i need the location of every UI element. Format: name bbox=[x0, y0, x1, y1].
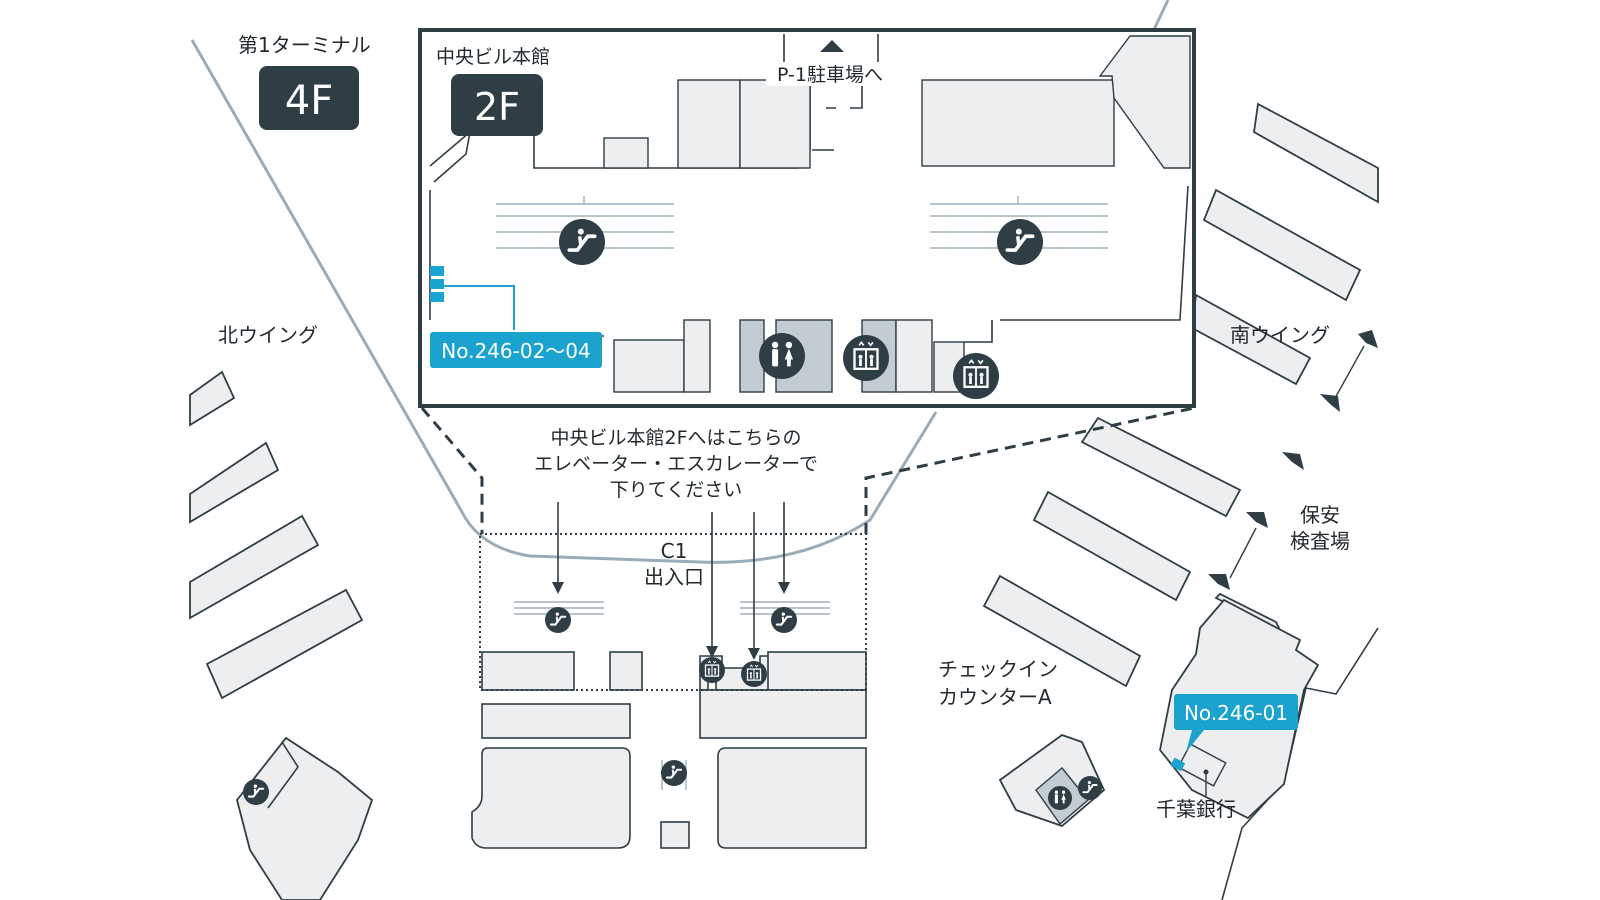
parking-label: P-1駐車場へ bbox=[777, 64, 883, 86]
bank-label: 千葉銀行 bbox=[1156, 797, 1236, 821]
escalator-icon bbox=[661, 760, 687, 786]
elevator-icon bbox=[741, 661, 767, 687]
escalator-icon bbox=[243, 779, 269, 805]
c1-highlight-box bbox=[479, 533, 867, 691]
restroom-icon bbox=[759, 333, 805, 379]
direction-arrow-icon bbox=[1320, 394, 1340, 412]
callout-line bbox=[864, 406, 1195, 534]
checkin-label-1: チェックイン bbox=[938, 657, 1058, 681]
south-wing-label: 南ウイング bbox=[1230, 323, 1330, 347]
restroom-icon bbox=[1048, 786, 1072, 810]
terminal-background: 第1ターミナル 4F 北ウイング 南ウイング 保安 検査場 チェックイン カウン… bbox=[189, 0, 1379, 900]
direction-arrows bbox=[1208, 330, 1378, 590]
escalator-icon bbox=[559, 219, 605, 265]
north-wing-label: 北ウイング bbox=[218, 323, 318, 347]
instruction-arrows bbox=[552, 490, 790, 660]
direction-arrow-icon bbox=[1282, 452, 1304, 470]
elevator-icon bbox=[699, 657, 725, 683]
floor-badge bbox=[259, 66, 359, 130]
c1-area-buildings bbox=[471, 651, 867, 849]
atm-tag-main-text: No.246-01 bbox=[1184, 701, 1288, 725]
instruction-line-1: 中央ビル本館2Fへはこちらの bbox=[550, 427, 801, 449]
elevator-icon bbox=[843, 335, 889, 381]
direction-arrow-icon bbox=[1358, 330, 1378, 348]
atm-tag-inset: No.246-02〜04 bbox=[430, 266, 602, 368]
security-label-1: 保安 bbox=[1300, 503, 1340, 527]
atm-tag-inset-text: No.246-02〜04 bbox=[441, 339, 591, 363]
north-building bbox=[236, 736, 374, 900]
inset-floor-badge bbox=[451, 74, 543, 136]
direction-arrow-icon bbox=[1208, 574, 1230, 590]
elevator-icon bbox=[953, 353, 999, 399]
atm-tag-main bbox=[1170, 694, 1298, 796]
inset-bottom-rooms bbox=[430, 319, 993, 393]
inset-building-name: 中央ビル本館 bbox=[436, 46, 550, 68]
entrance-label-1: C1 bbox=[661, 539, 688, 563]
instruction-backdrop bbox=[522, 424, 838, 502]
callout-line bbox=[420, 407, 484, 534]
checkin-label-2: カウンターA bbox=[938, 685, 1052, 709]
parking-backdrop bbox=[766, 62, 892, 86]
north-wing-piers bbox=[189, 370, 364, 700]
instruction-line-2: エレベーター・エスカレーターで bbox=[534, 453, 818, 475]
escalator-icon bbox=[997, 219, 1043, 265]
escalator-icon bbox=[545, 607, 571, 633]
escalator-icon bbox=[771, 607, 797, 633]
direction-arrow-icon bbox=[1246, 512, 1268, 528]
floor-badge-text: 4F bbox=[285, 78, 333, 124]
inset-top-rooms bbox=[429, 34, 1191, 321]
up-triangle-icon bbox=[820, 40, 844, 52]
south-wing-piers bbox=[982, 102, 1379, 688]
instruction-line-3: 下りてください bbox=[610, 479, 742, 501]
escalator-icon bbox=[1078, 776, 1102, 800]
inset-floor-badge-text: 2F bbox=[474, 85, 520, 129]
terminal-name: 第1ターミナル bbox=[238, 33, 371, 57]
inset-2f-map: No.246-02〜04 P-1駐車場へ 中央ビル本館 2F bbox=[418, 28, 1196, 406]
security-label-2: 検査場 bbox=[1290, 529, 1350, 553]
entrance-label-2: 出入口 bbox=[644, 565, 704, 589]
